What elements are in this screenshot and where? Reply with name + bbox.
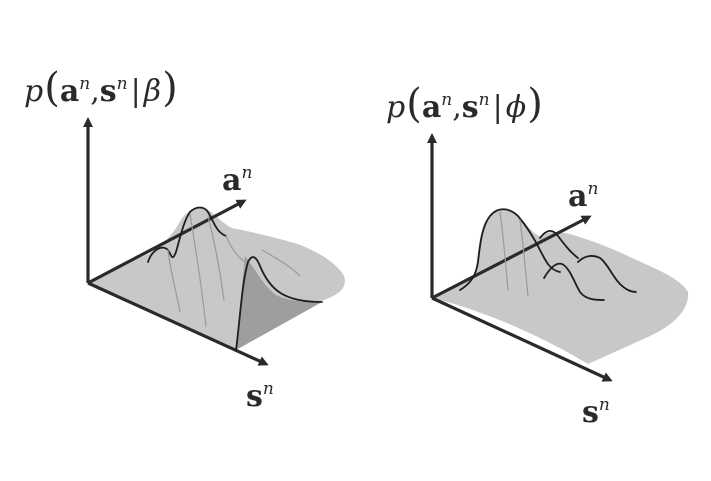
left-s-axis-label: sn [246,379,274,414]
right-a-axis [431,215,592,300]
right-panel: p(an,sn|ϕ) an sn [386,81,689,430]
right-contour [499,211,509,291]
right-tall-peak [459,208,561,291]
right-s-axis-label: sn [582,395,610,430]
left-panel: p(an,sn|β) an sn [24,65,345,414]
right-y-axis-label: p(an,sn|ϕ) [386,81,543,127]
left-peak-outline [147,206,227,263]
left-contour [261,249,301,277]
left-y-axis-label: p(an,sn|β) [24,65,178,111]
left-a-axis [87,199,247,285]
left-contour [189,213,207,327]
right-s-axis [431,296,613,382]
left-front-ridge [235,256,323,351]
right-contour [519,219,529,297]
right-distribution-surface [432,209,689,364]
left-surface-shadow [236,256,322,350]
right-back-peak [539,230,579,259]
right-a-axis-label: an [568,179,598,214]
left-contour [167,249,181,313]
left-a-axis-label: an [222,163,252,198]
right-front-peak [577,255,637,293]
left-contour [225,235,247,263]
right-middle-peak [543,262,605,301]
left-contour [207,215,225,301]
